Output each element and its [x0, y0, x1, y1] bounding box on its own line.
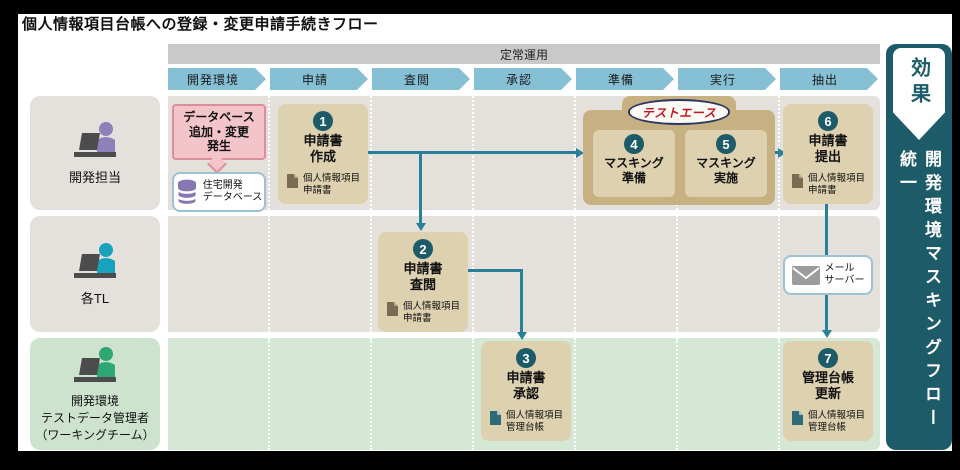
step7-title: 管理台帳 更新 — [801, 370, 854, 402]
step1-create-application: 1 申請書 作成 個人情報項目 申請書 — [278, 104, 368, 204]
lane-label-text: 開発担当 — [68, 169, 121, 185]
step6-submit-application: 6 申請書 提出 個人情報項目 申請書 — [783, 104, 873, 204]
phase-chevron-execute: 実行 — [678, 68, 776, 90]
phase-chevron-approve: 承認 — [474, 68, 572, 90]
column-separator — [778, 216, 780, 332]
step2-title: 申請書 査閲 — [403, 261, 443, 293]
step7-number-badge: 7 — [818, 348, 838, 368]
step3-approve-application: 3 申請書 承認 個人情報項目 管理台帳 — [481, 341, 571, 441]
arrow-masking-to-step6 — [775, 151, 779, 154]
step1-doc-label: 個人情報項目 申請書 — [303, 173, 361, 196]
page-title: 個人情報項目台帳への登録・変更申請手続きフロー — [22, 16, 379, 33]
test-data-manager-person-icon — [74, 346, 116, 382]
step2-doc-label: 個人情報項目 申請書 — [403, 301, 461, 324]
arrowhead-into-step3 — [516, 332, 527, 340]
mail-server-label: メール サーバー — [824, 262, 865, 287]
column-separator — [268, 338, 270, 450]
step2-review-application: 2 申請書 査閲 個人情報項目 申請書 — [378, 232, 468, 332]
column-separator — [676, 216, 678, 332]
step6-title: 申請書 提出 — [808, 133, 848, 165]
phase-chevron-review: 査閲 — [372, 68, 470, 90]
step5-title: マスキング 実施 — [696, 156, 756, 185]
step6-number-badge: 6 — [818, 111, 838, 131]
step2-number-badge: 2 — [413, 239, 433, 259]
column-separator — [574, 216, 576, 332]
arrow-step1-to-masking — [368, 151, 577, 154]
column-separator — [268, 96, 270, 210]
application-doc-icon — [387, 302, 398, 317]
step1-title: 申請書 作成 — [303, 133, 343, 165]
column-separator — [268, 216, 270, 332]
step4-title: マスキング 準備 — [604, 156, 664, 185]
column-separator — [778, 338, 780, 450]
column-separator — [574, 338, 576, 450]
column-separator — [472, 216, 474, 332]
ledger-doc-icon — [792, 411, 803, 426]
arrowhead-into-step7 — [821, 330, 832, 338]
lane-label-test-data-manager: 開発環境 テストデータ管理者 （ワーキングチーム） — [30, 338, 160, 450]
column-separator — [370, 216, 372, 332]
trigger-db-change-callout: データベース 追加・変更 発生 — [172, 104, 266, 160]
effect-statement: 開発環境マスキングフロー統一 — [897, 150, 941, 432]
column-separator — [472, 338, 474, 450]
step3-title: 申請書 承認 — [506, 370, 546, 402]
phase-chevron-apply: 申請 — [270, 68, 368, 90]
testace-logo: テストエース — [628, 99, 730, 125]
step4-number-badge: 4 — [624, 134, 644, 154]
step7-update-ledger: 7 管理台帳 更新 個人情報項目 管理台帳 — [783, 341, 873, 441]
lane-content-team-leader — [168, 216, 880, 332]
column-separator — [370, 338, 372, 450]
step7-doc-label: 個人情報項目 管理台帳 — [808, 410, 866, 433]
phase-chevron-dev-env: 開発環境 — [168, 68, 266, 90]
arrow-branch-to-step2 — [419, 151, 422, 224]
ledger-doc-icon — [490, 411, 501, 426]
database-label: 住宅開発 データベース — [202, 179, 263, 204]
lane-label-text: 各TL — [80, 290, 110, 306]
phase-chevron-prepare: 準備 — [576, 68, 674, 90]
arrowhead-into-step2 — [415, 223, 426, 231]
step1-number-badge: 1 — [313, 111, 333, 131]
developer-person-icon — [74, 121, 116, 157]
step5-masking-execute: 5 マスキング 実施 — [685, 130, 767, 197]
operation-band: 定常運用 — [168, 44, 880, 64]
step3-doc-label: 個人情報項目 管理台帳 — [506, 410, 564, 433]
application-doc-icon — [287, 174, 298, 189]
step5-number-badge: 5 — [716, 134, 736, 154]
mail-server-box: メール サーバー — [783, 255, 873, 295]
lane-label-team-leader: 各TL — [30, 216, 160, 332]
lane-label-text: 開発環境 テストデータ管理者 （ワーキングチーム） — [35, 393, 155, 442]
database-icon — [177, 179, 197, 205]
application-doc-icon — [792, 174, 803, 189]
arrowhead-into-masking — [576, 147, 584, 158]
arrow-step2-right — [468, 269, 523, 272]
lane-label-developer: 開発担当 — [30, 96, 160, 210]
phase-chevron-extract: 抽出 — [780, 68, 878, 90]
step6-doc-label: 個人情報項目 申請書 — [808, 173, 866, 196]
effect-badge-label: 効果 — [907, 57, 930, 109]
housing-dev-database-box: 住宅開発 データベース — [172, 172, 266, 212]
arrow-step2-down — [520, 269, 523, 332]
step4-masking-prepare: 4 マスキング 準備 — [593, 130, 675, 197]
mail-icon — [791, 265, 820, 285]
step3-number-badge: 3 — [516, 348, 536, 368]
arrowhead-into-step6 — [778, 147, 786, 158]
team-leader-person-icon — [74, 242, 116, 278]
column-separator — [676, 338, 678, 450]
